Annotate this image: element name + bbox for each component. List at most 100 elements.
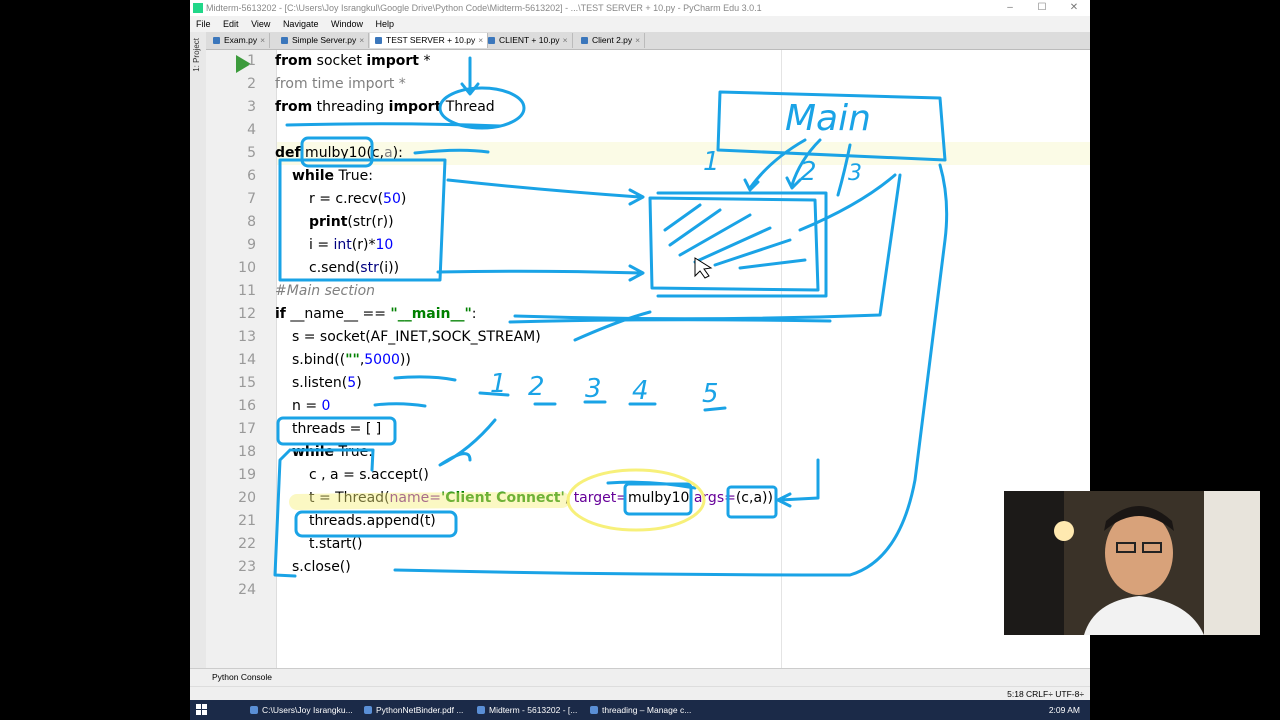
tab-label: CLIENT + 10.py: [499, 35, 560, 45]
line-number: 23: [238, 559, 256, 575]
taskbar-item-browser[interactable]: threading – Manage c...: [588, 702, 691, 718]
menu-navigate[interactable]: Navigate: [282, 19, 319, 29]
code-line-20[interactable]: t = Thread(name='Client Connect', target…: [309, 487, 773, 510]
code-text: :: [368, 444, 373, 460]
code-line-15[interactable]: s.listen(5): [292, 372, 362, 395]
windows-start-icon[interactable]: [196, 704, 207, 715]
code-text: True: [334, 444, 369, 460]
number: 50: [383, 191, 401, 207]
code-line-6[interactable]: while True:: [292, 165, 373, 188]
code-line-23[interactable]: s.close(): [292, 556, 351, 579]
project-tool-button[interactable]: 1: Project: [192, 38, 201, 72]
keyword: import: [366, 53, 419, 69]
function-name: mulby10: [300, 145, 367, 161]
line-number: 24: [238, 582, 256, 598]
bottom-panel: Python Console 5:18 CRLF÷ UTF-8÷: [190, 668, 1090, 701]
code-line-8[interactable]: print(str(r)): [309, 211, 394, 234]
code-line-7[interactable]: r = c.recv(50): [309, 188, 406, 211]
code-text: :: [471, 306, 477, 322]
code-text: i =: [309, 237, 334, 253]
taskbar-item-pdf[interactable]: PythonNetBinder.pdf ...: [362, 702, 463, 718]
code-line-12[interactable]: if __name__ == "__main__":: [275, 303, 477, 326]
line-number: 2: [247, 76, 256, 92]
taskbar-item-explorer[interactable]: C:\Users\Joy Israngku...: [248, 702, 353, 718]
menu-view[interactable]: View: [251, 19, 271, 29]
code-line-21[interactable]: threads.append(t): [309, 510, 436, 533]
windows-taskbar: C:\Users\Joy Israngku... PythonNetBinder…: [190, 700, 1090, 720]
menu-window[interactable]: Window: [330, 19, 363, 29]
code-line-9[interactable]: i = int(r)*10: [309, 234, 393, 257]
keyword-argument: target=: [573, 490, 628, 506]
close-button[interactable]: ✕: [1069, 2, 1079, 13]
line-number: 3: [247, 99, 256, 115]
menu-help[interactable]: Help: [375, 19, 395, 29]
taskbar-item-pycharm[interactable]: Midterm - 5613202 - [...: [475, 702, 577, 718]
pycharm-app-icon: [193, 3, 203, 13]
tab-client-2[interactable]: Client 2.py×: [576, 33, 646, 48]
keyword: from: [275, 53, 313, 69]
minimize-button[interactable]: –: [1007, 2, 1013, 13]
code-text: ,: [359, 352, 365, 368]
keyword: if: [275, 306, 286, 322]
menu-edit[interactable]: Edit: [223, 19, 239, 29]
keyword: while: [292, 168, 334, 184]
code-line-5[interactable]: def mulby10(c,a):: [275, 142, 403, 165]
code-line-1[interactable]: from socket import *: [275, 50, 430, 73]
code-line-10[interactable]: c.send(str(i)): [309, 257, 399, 280]
keyword: print: [309, 214, 348, 230]
line-number: 7: [247, 191, 256, 207]
tab-exam[interactable]: Exam.py×: [208, 33, 271, 48]
line-number: 15: [238, 375, 256, 391]
code-line-18[interactable]: while True:: [292, 441, 373, 464]
number: 5: [347, 375, 357, 391]
line-number: 10: [238, 260, 256, 276]
code-text: s = socket(AF_INET,SOCK_STREAM): [292, 329, 541, 345]
line-number: 14: [238, 352, 256, 368]
line-number: 18: [238, 444, 256, 460]
tab-close-icon[interactable]: ×: [359, 35, 365, 45]
tab-close-icon[interactable]: ×: [478, 35, 484, 45]
code-line-3[interactable]: from threading import Thread: [275, 96, 495, 119]
line-gutter: 1 2 3 4 5 6 7 8 9 10 11 12 13 14 15 16 1…: [206, 50, 277, 668]
code-text: ): [400, 191, 407, 207]
line-number: 17: [238, 421, 256, 437]
code-editor[interactable]: 1 2 3 4 5 6 7 8 9 10 11 12 13 14 15 16 1…: [206, 50, 1090, 668]
code-line-13[interactable]: s = socket(AF_INET,SOCK_STREAM): [292, 326, 541, 349]
tab-test-server[interactable]: TEST SERVER + 10.py×: [370, 33, 489, 48]
string: "__main__": [390, 306, 472, 322]
code-text: threading: [312, 99, 389, 115]
builtin: int: [333, 237, 352, 253]
code-text: socket: [312, 53, 367, 69]
run-icon[interactable]: [236, 55, 251, 73]
line-number: 1: [247, 53, 256, 69]
tool-window-strip: 1: Project: [190, 32, 207, 668]
tab-simple-server[interactable]: Simple Server.py×: [276, 33, 370, 48]
status-info[interactable]: 5:18 CRLF÷ UTF-8÷: [1007, 689, 1084, 699]
code-line-22[interactable]: t.start(): [309, 533, 362, 556]
code-text: c.send(: [309, 260, 361, 276]
builtin: str: [360, 260, 379, 276]
tab-client-10[interactable]: CLIENT + 10.py×: [483, 33, 573, 48]
code-line-17[interactable]: threads = [ ]: [292, 418, 381, 441]
line-number: 16: [238, 398, 256, 414]
python-console-button[interactable]: Python Console: [212, 672, 273, 682]
code-line-14[interactable]: s.bind(("",5000)): [292, 349, 411, 372]
code-text: c , a = s.accept(): [309, 467, 429, 483]
maximize-button[interactable]: ☐: [1037, 2, 1047, 13]
tab-close-icon[interactable]: ×: [635, 35, 641, 45]
code-text: ):: [392, 145, 403, 161]
code-line-16[interactable]: n = 0: [292, 395, 330, 418]
menu-file[interactable]: File: [196, 19, 211, 29]
tab-close-icon[interactable]: ×: [260, 35, 266, 45]
code-line-11[interactable]: #Main section: [275, 280, 375, 303]
code-text: s.bind((: [292, 352, 346, 368]
taskbar-clock[interactable]: 2:09 AM: [1048, 705, 1080, 715]
code-text: (i)): [378, 260, 400, 276]
code-text: True: [334, 168, 369, 184]
code-text: r = c.recv(: [309, 191, 384, 207]
code-text: threads.append(t): [309, 513, 436, 529]
code-line-2[interactable]: from time import *: [275, 73, 406, 96]
code-line-19[interactable]: c , a = s.accept(): [309, 464, 429, 487]
tab-close-icon[interactable]: ×: [562, 35, 568, 45]
code-text: :: [368, 168, 373, 184]
